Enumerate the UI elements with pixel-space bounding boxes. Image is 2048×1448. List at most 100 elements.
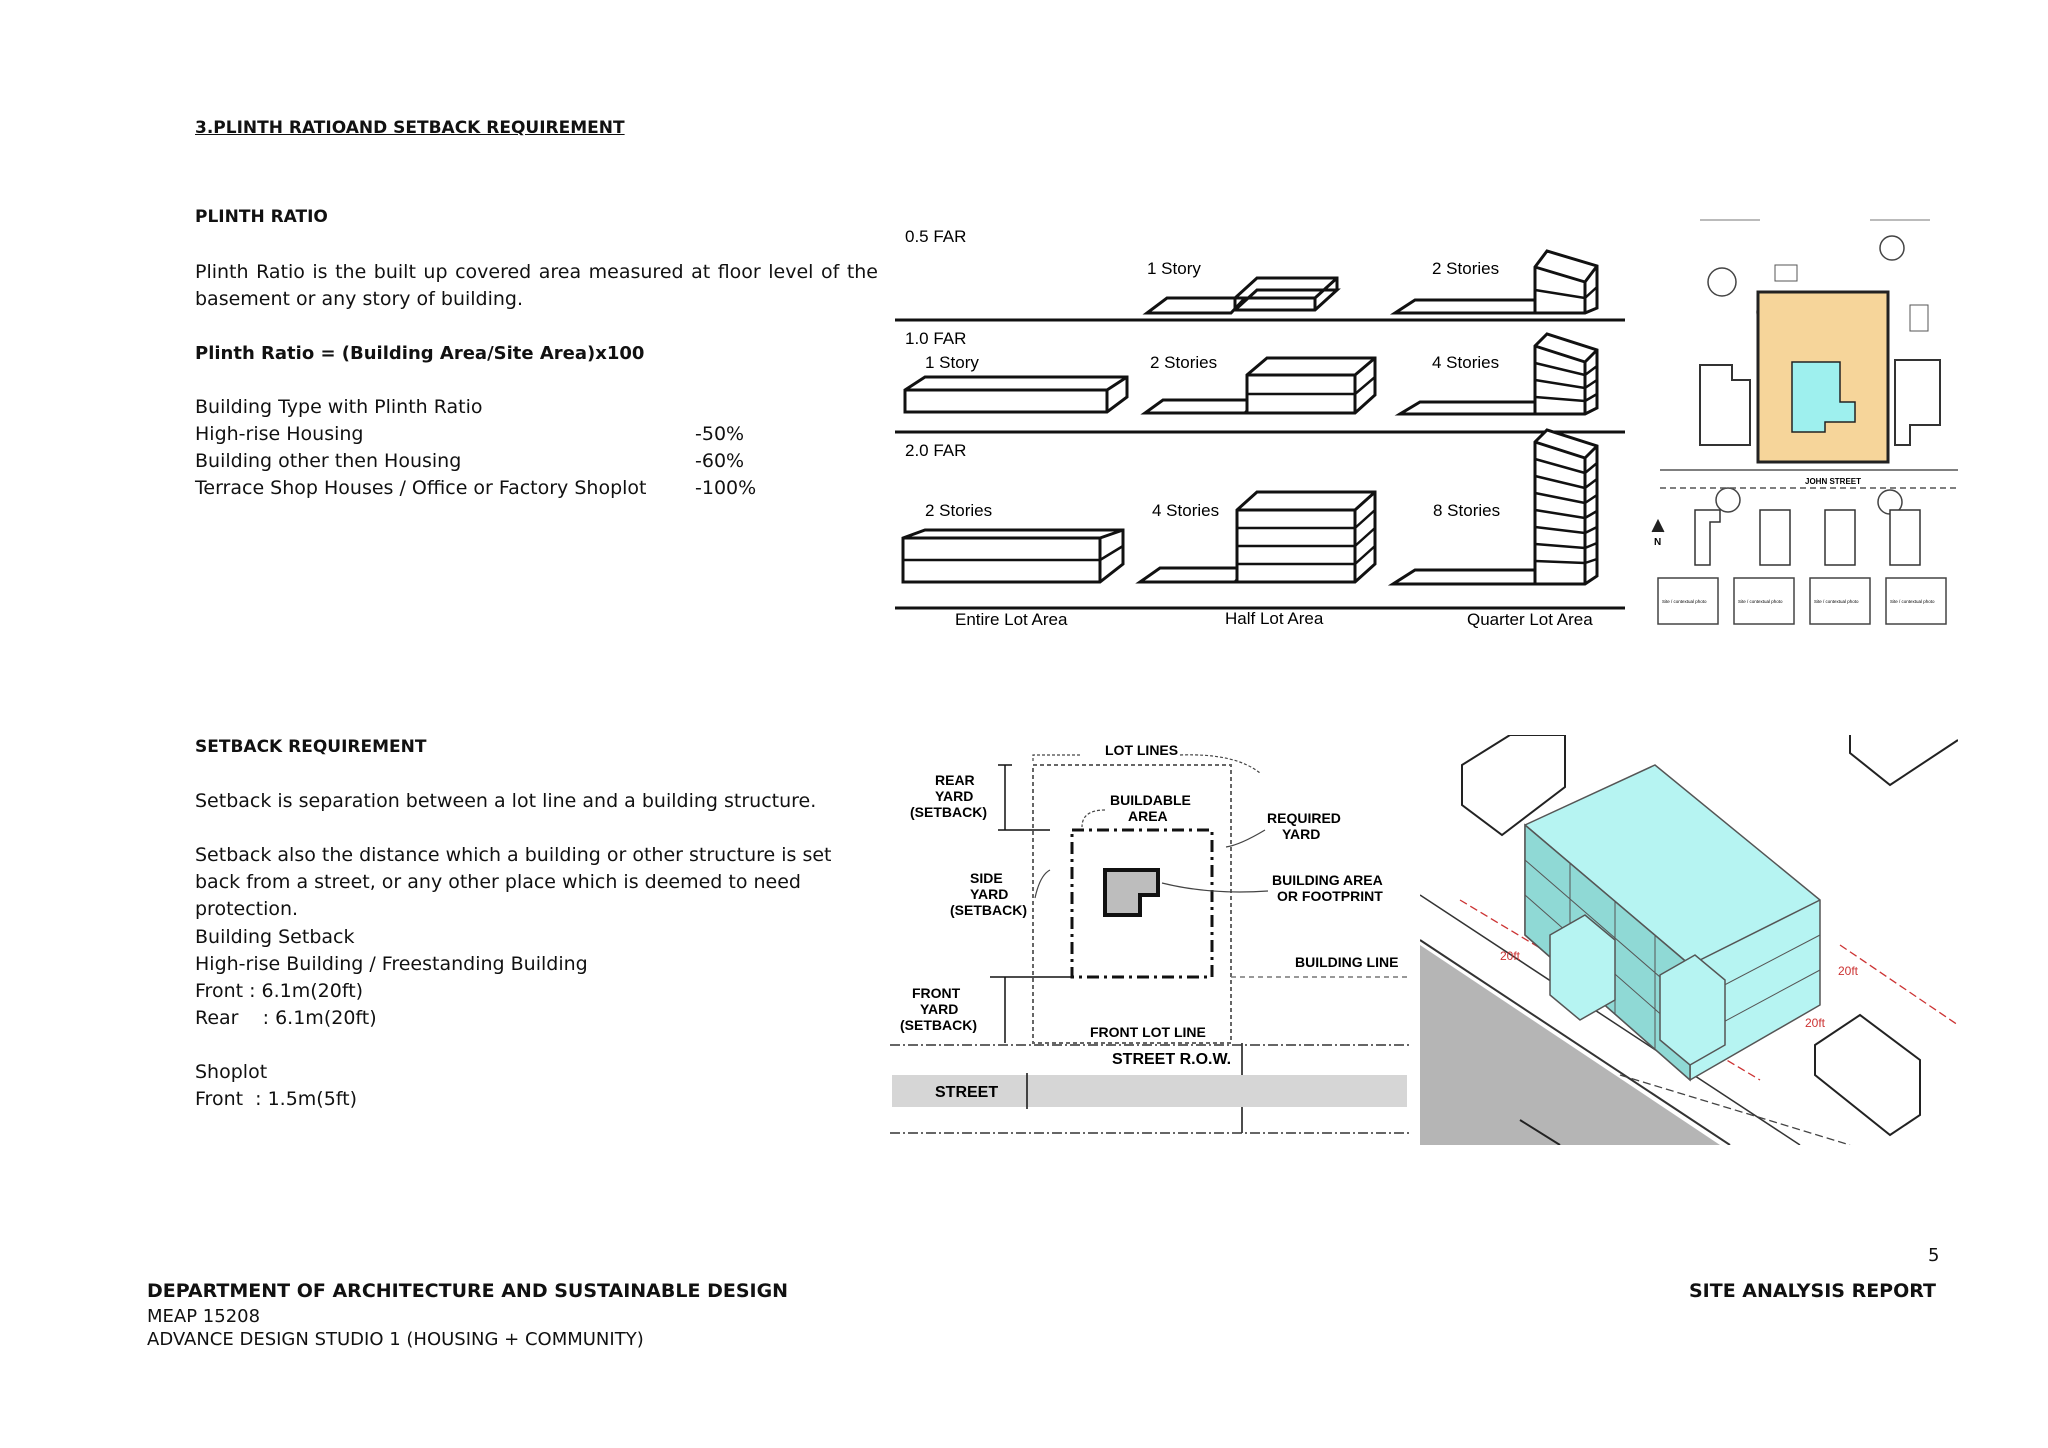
photo-box: [1809, 577, 1871, 625]
far-r1-block-1: [1231, 276, 1341, 312]
rear-yard-label-1: REAR: [935, 772, 975, 788]
lot-lines-label: LOT LINES: [1105, 742, 1178, 758]
building-setback-type: High-rise Building / Freestanding Buildi…: [195, 953, 588, 975]
far-r2-block-3: [1533, 332, 1599, 416]
building-setback-heading: Building Setback: [195, 926, 355, 948]
far-r1-label-2: 2 Stories: [1432, 259, 1499, 278]
tree-icon: [1715, 487, 1741, 513]
high-rise-building: [1524, 764, 1821, 1082]
footprint-label-1: BUILDING AREA: [1272, 872, 1383, 888]
front-yard-label-1: FRONT: [912, 985, 961, 1001]
type-ratio-2: -60%: [695, 450, 745, 472]
footer-course-code: MEAP 15208: [147, 1306, 261, 1327]
far-r1-block-2: [1533, 249, 1599, 315]
north-arrow-icon: [1651, 518, 1665, 533]
far-r2-ground-2: [1140, 398, 1261, 415]
photo-label-2: Site / contextual photo: [1738, 599, 1783, 604]
far-label-10: 1.0 FAR: [905, 329, 966, 348]
setback-front: Front : 6.1m(20ft): [195, 980, 364, 1002]
far-r3-block-1: [901, 528, 1125, 584]
photo-box: [1885, 577, 1947, 625]
photo-label-4: Site / contextual photo: [1890, 599, 1935, 604]
section-title: 3.PLINTH RATIOAND SETBACK REQUIREMENT: [195, 118, 625, 138]
side-yard-label-2: YARD: [970, 886, 1008, 902]
street-label: STREET: [935, 1084, 998, 1101]
type-name-3: Terrace Shop Houses / Office or Factory …: [195, 477, 647, 499]
page-number: 5: [1928, 1245, 1940, 1266]
shoplot-heading: Shoplot: [195, 1061, 268, 1083]
rear-yard-label-3: (SETBACK): [910, 804, 987, 820]
site-house: [1791, 361, 1856, 433]
front-lot-line-label: FRONT LOT LINE: [1090, 1024, 1206, 1040]
photo-label-3: Site / contextual photo: [1814, 599, 1859, 604]
front-yard-label-3: (SETBACK): [900, 1017, 977, 1033]
setback-dim-label-1: 20ft: [1500, 949, 1521, 963]
far-r2-ground-3: [1394, 400, 1551, 416]
footer-course-name: ADVANCE DESIGN STUDIO 1 (HOUSING + COMMU…: [147, 1329, 644, 1350]
street-name: JOHN STREET: [1805, 477, 1861, 486]
site-plan: JOHN STREET N Site / contextual photo Si…: [1640, 210, 1958, 630]
far-bottom-label-1: Entire Lot Area: [955, 610, 1068, 629]
plinth-ratio-heading: PLINTH RATIO: [195, 207, 328, 227]
buildable-label-1: BUILDABLE: [1110, 792, 1191, 808]
far-r3-label-2: 4 Stories: [1152, 501, 1219, 520]
tree-icon: [1707, 267, 1737, 297]
far-diagram: 0.5 FAR 1.0 FAR 2.0 FAR 1 Story 2 Storie…: [895, 227, 1625, 629]
tree-icon: [1879, 235, 1905, 261]
far-r1-label-1: 1 Story: [1147, 259, 1201, 278]
required-yard-label-2: YARD: [1282, 826, 1320, 842]
shoplot-front: Front : 1.5m(5ft): [195, 1088, 358, 1110]
photo-box: [1733, 577, 1795, 625]
far-bottom-label-2: Half Lot Area: [1225, 609, 1324, 628]
buildable-area: [1070, 828, 1214, 979]
rear-yard-label-2: YARD: [935, 788, 973, 804]
far-r3-block-3: [1533, 428, 1599, 586]
type-ratio-3: -100%: [695, 477, 757, 499]
far-r2-block-1: [903, 375, 1129, 414]
setback-dim-label-2: 20ft: [1838, 964, 1859, 978]
far-r2-label-2: 2 Stories: [1150, 353, 1217, 372]
side-yard-label-1: SIDE: [970, 870, 1003, 886]
buildable-label-2: AREA: [1128, 808, 1168, 824]
plinth-definition: Plinth Ratio is the built up covered are…: [195, 261, 878, 310]
far-r3-ground-2: [1135, 566, 1251, 584]
far-label-20: 2.0 FAR: [905, 441, 966, 460]
far-bottom-label-3: Quarter Lot Area: [1467, 610, 1593, 629]
far-r1-ground-1: [1142, 296, 1249, 315]
street-band: [892, 1075, 1407, 1107]
far-r3-label-3: 8 Stories: [1433, 501, 1500, 520]
setback-dim-label-3: 20ft: [1805, 1016, 1826, 1030]
type-name-1: High-rise Housing: [195, 423, 364, 445]
north-label: N: [1654, 537, 1661, 548]
far-r2-label-1: 1 Story: [925, 353, 979, 372]
required-yard-label-1: REQUIRED: [1267, 810, 1341, 826]
setback-para-1: Setback is separation between a lot line…: [195, 790, 817, 812]
far-label-05: 0.5 FAR: [905, 227, 966, 246]
footprint-label-2: OR FOOTPRINT: [1277, 888, 1383, 904]
far-r3-ground-3: [1387, 568, 1551, 586]
building-footprint: [1103, 868, 1160, 917]
far-r2-label-3: 4 Stories: [1432, 353, 1499, 372]
type-name-2: Building other then Housing: [195, 450, 462, 472]
far-r3-block-2: [1235, 490, 1377, 584]
far-r3-label-1: 2 Stories: [925, 501, 992, 520]
photo-box: [1657, 577, 1719, 625]
side-yard-label-3: (SETBACK): [950, 902, 1027, 918]
setback-heading: SETBACK REQUIREMENT: [195, 737, 427, 757]
footer-report-title: SITE ANALYSIS REPORT: [1689, 1280, 1936, 1302]
type-ratio-1: -50%: [695, 423, 745, 445]
setback-rear: Rear : 6.1m(20ft): [195, 1007, 377, 1029]
photo-label-1: Site / contextual photo: [1662, 599, 1707, 604]
far-r2-block-2: [1245, 356, 1377, 415]
building-type-heading: Building Type with Plinth Ratio: [195, 396, 483, 418]
setback-para-2: Setback also the distance which a buildi…: [195, 844, 832, 920]
front-yard-label-2: YARD: [920, 1001, 958, 1017]
footer-department: DEPARTMENT OF ARCHITECTURE AND SUSTAINAB…: [147, 1280, 789, 1302]
plinth-formula: Plinth Ratio = (Building Area/Site Area)…: [195, 343, 645, 364]
street-row-label: STREET R.O.W.: [1112, 1051, 1231, 1068]
street-plane: [1420, 945, 1720, 1145]
lot-line-diagram: LOT LINES REAR YARD (SETBACK) BUILDABLE …: [890, 742, 1410, 1134]
building-line-label: BUILDING LINE: [1295, 954, 1398, 970]
isometric-setback-diagram: 20ft 20ft 20ft: [1420, 735, 1958, 1145]
far-r1-ground-2: [1389, 298, 1551, 315]
